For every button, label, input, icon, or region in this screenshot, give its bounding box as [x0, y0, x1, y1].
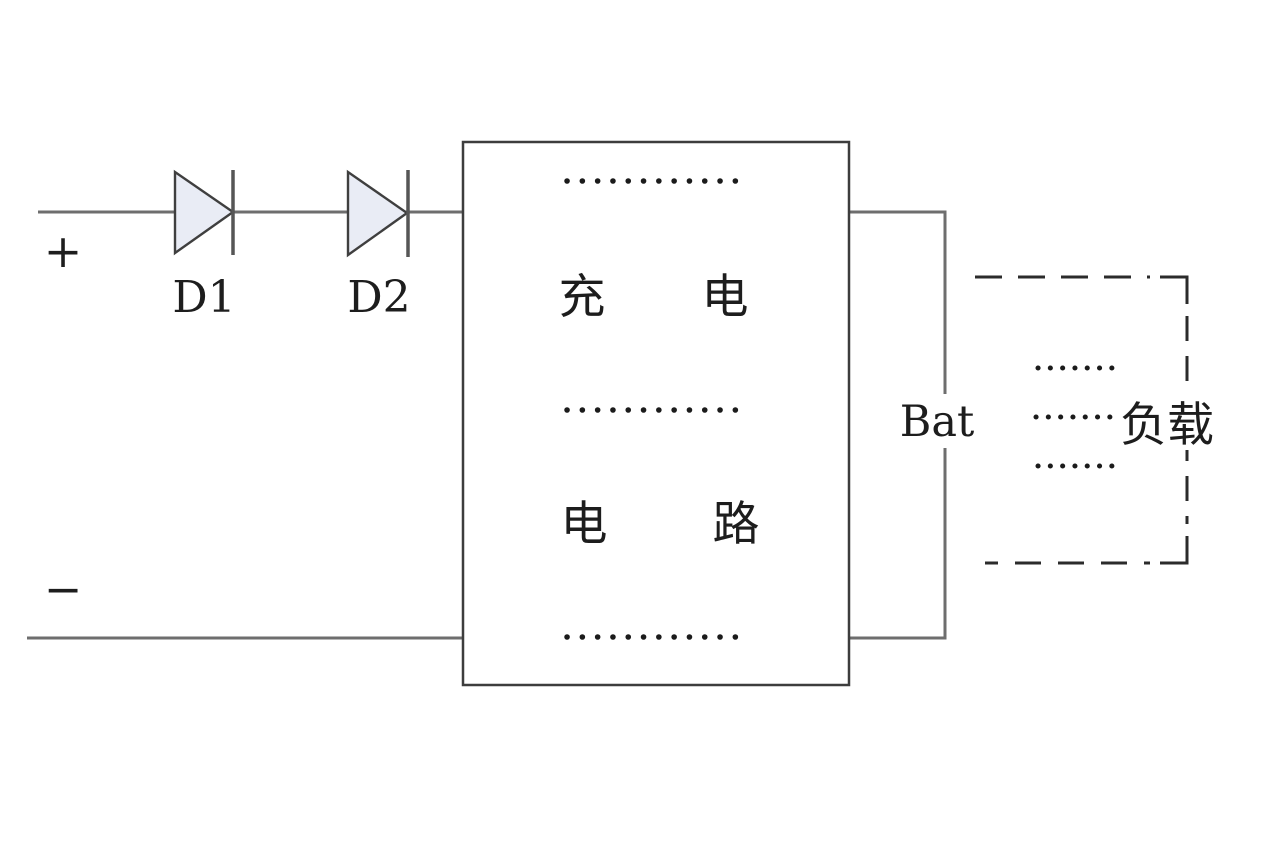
charging-box-label-char1: 充: [559, 272, 606, 324]
load-box-top-right-corner: [1160, 275, 1189, 304]
diode-d1-triangle-icon: [173, 169, 236, 256]
battery-label: Bat: [900, 397, 975, 447]
diode-d1-symbol: [173, 169, 236, 256]
charging-circuit-box: [461, 140, 851, 687]
wire-battery-top: [849, 210, 947, 394]
diode-d2-label: D2: [347, 272, 410, 323]
load-box-bottom-right-corner: [1160, 536, 1189, 565]
diode-d1-label: D1: [172, 272, 235, 323]
charging-box-label-char2: 电: [702, 272, 749, 324]
load-label-backing: [1118, 396, 1218, 450]
input-minus-label: −: [44, 562, 83, 616]
diode-d2-triangle-icon: [346, 169, 410, 258]
charging-box-label-char3: 电: [561, 499, 608, 551]
wire-battery-bottom: [849, 448, 947, 640]
diode-d2-symbol: [346, 169, 410, 258]
load-label: 负载: [1120, 400, 1214, 452]
charging-box-label-char4: 路: [713, 499, 760, 551]
input-plus-label: +: [44, 224, 83, 278]
